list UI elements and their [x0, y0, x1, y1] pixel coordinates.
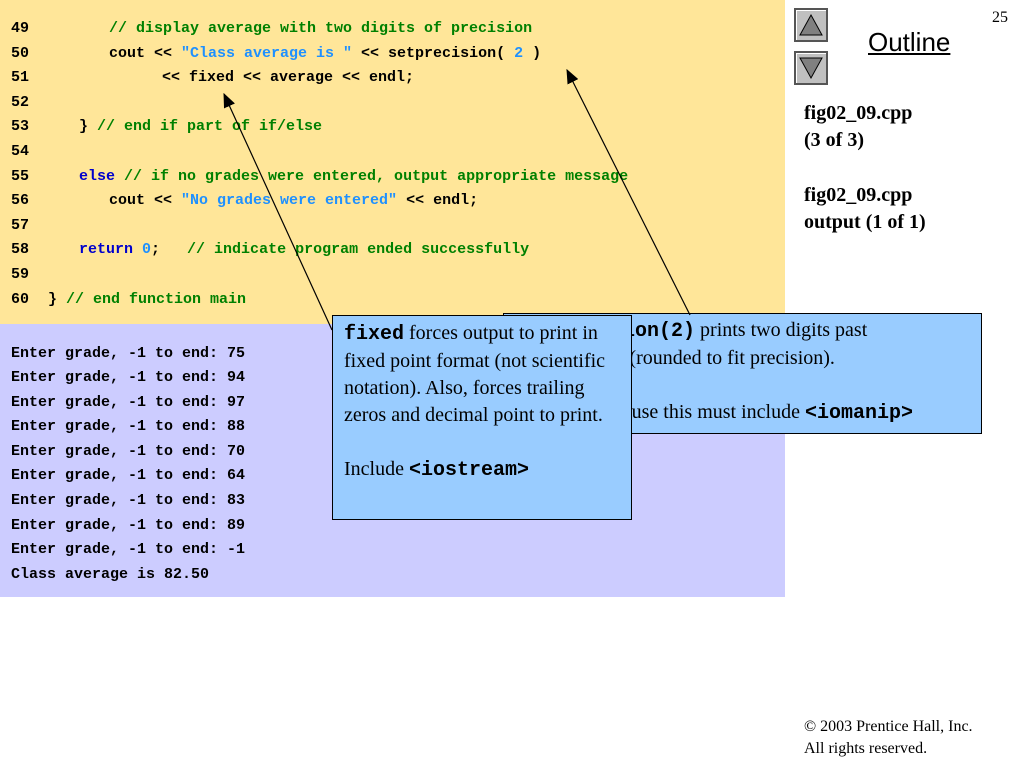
code-text: }	[79, 118, 98, 135]
code-line-50: 50 cout << "Class average is " << setpre…	[0, 45, 785, 69]
figure-label: fig02_09.cpp (3 of 3)	[804, 102, 913, 151]
line-number: 50	[11, 45, 30, 62]
down-arrow-icon	[799, 57, 823, 80]
line-number: 52	[11, 94, 30, 111]
up-arrow-icon	[799, 13, 823, 36]
fixed-callout: fixed forces output to print in fixed po…	[332, 315, 632, 520]
output-line: Enter grade, -1 to end: 64	[11, 467, 246, 484]
line-number: 54	[11, 143, 30, 160]
copyright-notice: © 2003 Prentice Hall, Inc. All rights re…	[804, 716, 973, 760]
code-line-51: 51 << fixed << average << endl;	[0, 69, 785, 93]
output-line: Enter grade, -1 to end: 94	[11, 369, 246, 386]
line-number: 60	[11, 291, 30, 308]
callout-text: prints two digits past	[695, 319, 868, 341]
code-text: cout <<	[109, 192, 182, 209]
code-keyword: return	[79, 241, 134, 258]
line-number: 58	[11, 241, 30, 258]
code-line-53: 53 } // end if part of if/else	[0, 118, 785, 142]
code-line-60: 60 } // end function main	[0, 291, 785, 315]
code-line-59: 59	[0, 266, 785, 290]
callout-code: fixed	[344, 323, 405, 346]
code-text: << endl;	[397, 192, 479, 209]
callout-text: Include	[344, 458, 409, 480]
code-line-54: 54	[0, 143, 785, 167]
output-line: Enter grade, -1 to end: 83	[11, 492, 246, 509]
output-line: Enter grade, -1 to end: 89	[11, 517, 246, 534]
copyright-line: © 2003 Prentice Hall, Inc.	[804, 718, 973, 735]
output-line: Enter grade, -1 to end: 75	[11, 345, 246, 362]
line-number: 55	[11, 168, 30, 185]
output-line: Enter grade, -1 to end: 70	[11, 443, 246, 460]
code-comment: // end function main	[66, 291, 247, 308]
line-number: 57	[11, 217, 30, 234]
line-number: 53	[11, 118, 30, 135]
callout-text: forces output to print in fixed point fo…	[344, 322, 606, 426]
output-line: Class average is 82.50	[11, 566, 210, 583]
code-line-49: 49 // display average with two digits of…	[0, 20, 785, 44]
code-text: << fixed << average << endl;	[162, 69, 415, 86]
code-line-58: 58 return 0; // indicate program ended s…	[0, 241, 785, 265]
output-line: Enter grade, -1 to end: 88	[11, 418, 246, 435]
code-comment: // indicate program ended successfully	[160, 241, 530, 258]
line-number: 49	[11, 20, 30, 37]
code-text: cout <<	[109, 45, 182, 62]
code-listing-panel: 49 // display average with two digits of…	[0, 0, 785, 324]
code-number: 0	[133, 241, 152, 258]
code-comment: // display average with two digits of pr…	[109, 20, 533, 37]
callout-code: <iostream>	[408, 459, 530, 482]
code-text: << setprecision(	[352, 45, 515, 62]
output-line: Enter grade, -1 to end: 97	[11, 394, 246, 411]
code-text: )	[523, 45, 542, 62]
code-number: 2	[514, 45, 524, 62]
figure-output-label: fig02_09.cpp output (1 of 1)	[804, 184, 926, 233]
rights-line: All rights reserved.	[804, 740, 928, 757]
code-comment: // end if part of if/else	[97, 118, 323, 135]
line-number: 56	[11, 192, 30, 209]
code-keyword: else	[79, 168, 116, 185]
code-line-57: 57	[0, 217, 785, 241]
code-line-56: 56 cout << "No grades were entered" << e…	[0, 192, 785, 216]
next-slide-button[interactable]	[794, 51, 828, 85]
outline-link[interactable]: Outline	[868, 27, 951, 57]
line-number: 51	[11, 69, 30, 86]
line-number: 59	[11, 266, 30, 283]
code-comment: // if no grades were entered, output app…	[115, 168, 629, 185]
code-line-52: 52	[0, 94, 785, 118]
callout-code: <iomanip>	[804, 402, 914, 425]
slide-number: 25	[992, 9, 1008, 26]
code-string: "Class average is "	[181, 45, 353, 62]
code-text: ;	[151, 241, 161, 258]
previous-slide-button[interactable]	[794, 8, 828, 42]
output-line: Enter grade, -1 to end: -1	[11, 541, 246, 558]
code-string: "No grades were entered"	[181, 192, 398, 209]
code-line-55: 55 else // if no grades were entered, ou…	[0, 168, 785, 192]
code-text: }	[48, 291, 67, 308]
